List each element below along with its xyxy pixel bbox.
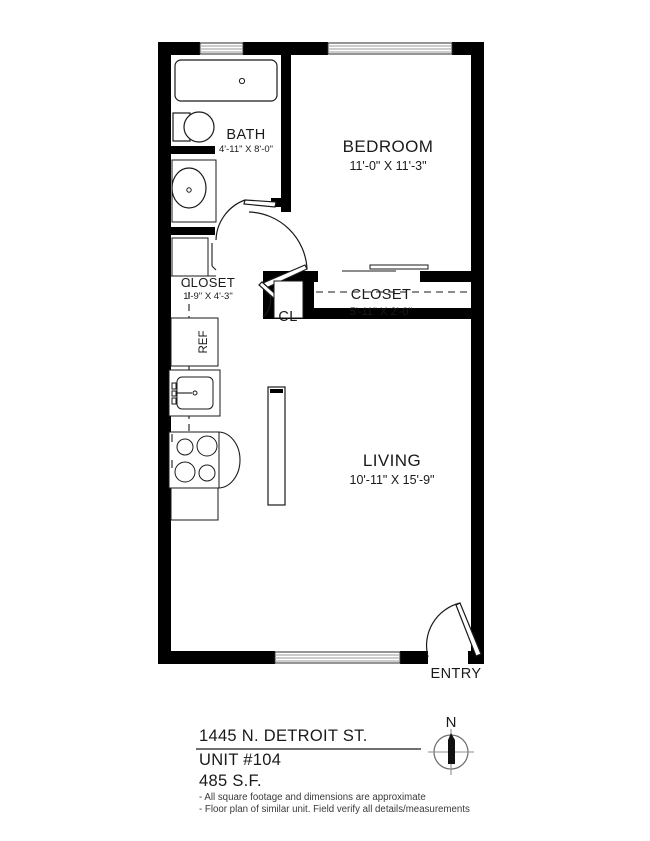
kitchen-base-cabinet [170,317,219,521]
bath-dims: 4'-11" X 8'-0" [219,144,273,155]
living-partition [267,386,286,506]
room-label-bath: BATH 4'-11" X 8'-0" [219,127,273,155]
closet-main-name: CLOSET [351,287,411,303]
kitchen-sink [168,369,221,417]
room-label-cl: CL [278,309,297,325]
range-cooktop [168,431,241,489]
note-line-1: - All square footage and dimensions are … [199,792,426,803]
closet-small-shelf [171,237,217,277]
compass-needle [448,733,455,764]
bedroom-name: BEDROOM [343,137,434,156]
note-line-2: - Floor plan of similar unit. Field veri… [199,804,470,815]
room-label-closet-main: CLOSET 5'-11" X 2'-0" [350,287,413,318]
compass-rose: N [428,714,474,775]
room-label-living: LIVING 10'-11" X 15'-9" [350,451,435,487]
bath-name: BATH [226,127,265,143]
cl-name: CL [278,309,297,325]
closet-small-name: CLOSET [181,275,235,290]
compass-north-label: N [446,714,457,731]
living-name: LIVING [363,451,421,470]
entry-door [425,602,482,658]
bathtub [174,59,278,102]
room-label-closet-small: CLOSET 1'-9" X 4'-3" [181,275,235,302]
closet-main-dims: 5'-11" X 2'-0" [350,306,413,318]
closet-small-dims: 1'-9" X 4'-3" [183,291,232,302]
refrigerator-label: REF [198,331,210,354]
exterior-walls [158,42,484,664]
toilet [172,111,215,143]
room-label-bedroom: BEDROOM 11'-0" X 11'-3" [343,137,434,173]
entry-label: ENTRY [431,666,482,682]
window-bath-top [199,42,244,55]
bedroom-dims: 11'-0" X 11'-3" [349,159,426,173]
closet-main-shelf [316,264,468,293]
refrigerator: REF [170,317,219,367]
unit-text: UNIT #104 [199,751,281,769]
title-block: 1445 N. DETROIT ST. UNIT #104 485 S.F. -… [196,727,470,815]
cl-closet-door [258,280,304,319]
window-bedroom-top [327,42,453,55]
entry-label-group: ENTRY [431,666,482,682]
living-dims: 10'-11" X 15'-9" [350,473,435,487]
area-text: 485 S.F. [199,772,262,790]
address-text: 1445 N. DETROIT ST. [199,727,368,745]
bathroom-sink [171,159,217,223]
bath-door [215,199,277,241]
window-living-bottom [274,651,401,664]
